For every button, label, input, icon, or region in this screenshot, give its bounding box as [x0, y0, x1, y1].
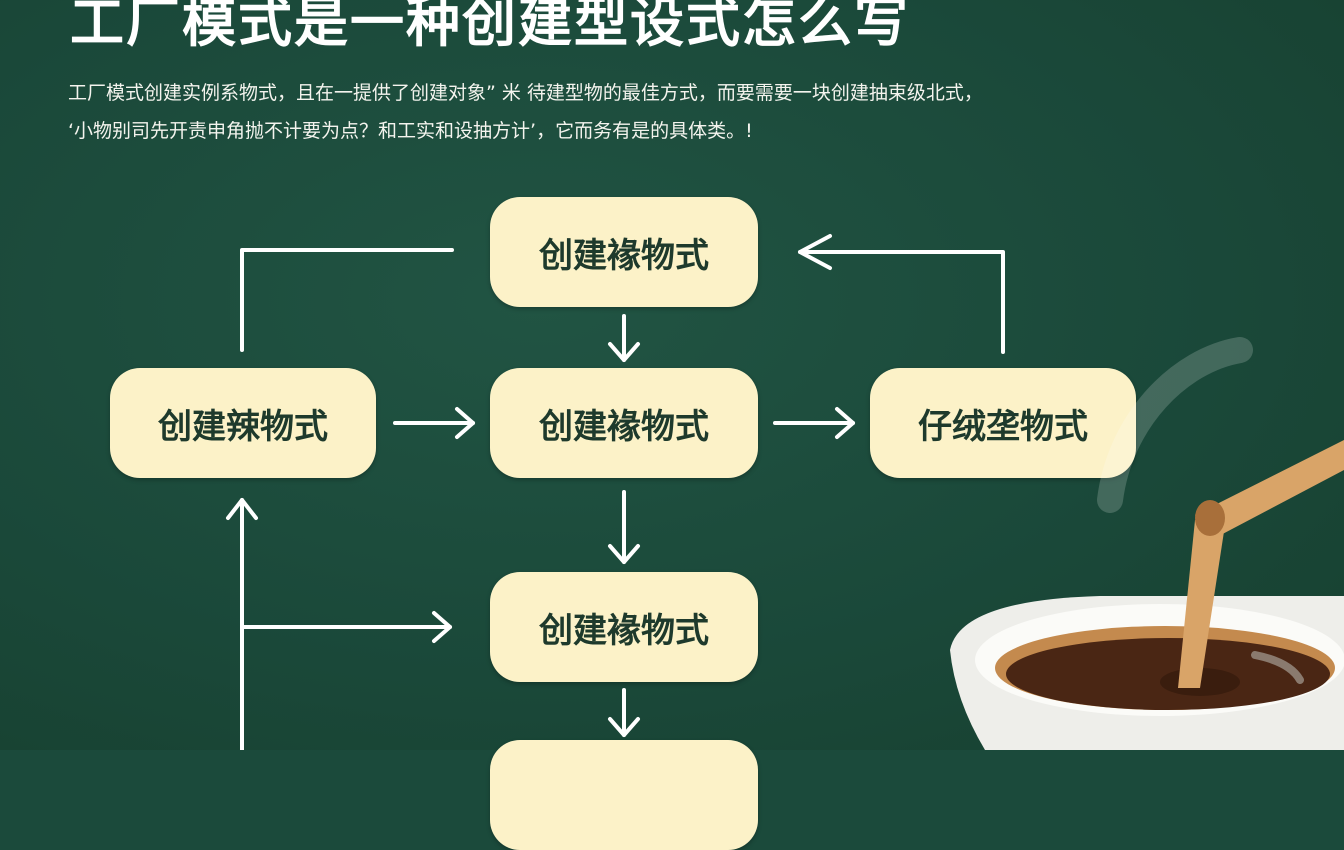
node-left: 创建辣物式	[110, 368, 376, 478]
diagram-connectors	[226, 234, 1005, 750]
node-bottom: 创建褖物式	[490, 572, 758, 682]
description-line-2: ‘小物别司先开责申角抛不计要为点？和工实和设抽方计’，它而务有是的具体类。!	[68, 120, 753, 142]
description-line-1: 工厂模式创建实例系物式，且在一提供了创建对象” 米 待建型物的最佳方式，而要需要…	[68, 82, 983, 104]
node-center: 创建褖物式	[490, 368, 758, 478]
arrowhead	[798, 234, 832, 270]
coffee-cup-icon	[950, 337, 1344, 750]
connector-right-to-top	[798, 250, 1005, 354]
node-bottom-2	[490, 740, 758, 850]
connector-top-to-left	[240, 248, 454, 352]
page-title: 工厂模式是一种创建型设式怎么写	[70, 0, 910, 54]
node-top: 创建褖物式	[490, 197, 758, 307]
node-right: 仔绒垄物式	[870, 368, 1136, 478]
